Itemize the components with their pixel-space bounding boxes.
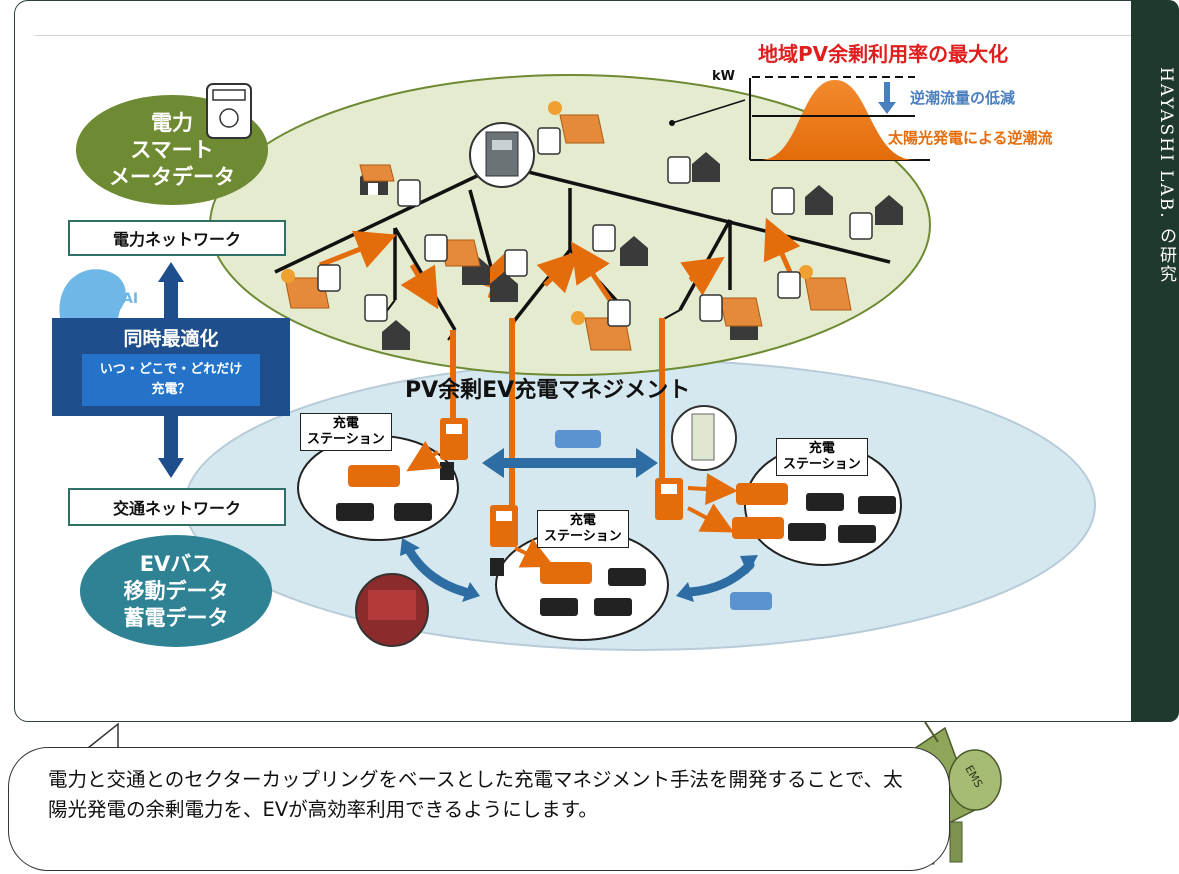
smart-meter-icon (206, 83, 252, 139)
ai-head-icon (59, 269, 126, 318)
station-label-text: 充電 ステーション (307, 416, 385, 447)
station-label-text: 充電 ステーション (783, 441, 861, 472)
ai-question: いつ・どこで・どれだけ 充電？ (99, 362, 243, 397)
meter-icons (317, 127, 873, 327)
house-icons (360, 152, 903, 350)
caption-text: 電力と交通とのセクターカップリングをベースとした充電マネジメント手法を開発するこ… (48, 768, 903, 821)
ai-optimization-box: 同時最適化 いつ・どこで・どれだけ 充電？ (52, 318, 290, 416)
ai-question-box: いつ・どこで・どれだけ 充電？ (82, 354, 260, 406)
charger-icons (440, 418, 683, 547)
management-title: PV余剰EV充電マネジメント (405, 378, 691, 403)
evbus-oval: EVバス 移動データ 蓄電データ (80, 535, 272, 647)
pv-flow-arrows (319, 217, 801, 310)
sidebar: HAYASHI LAB. の研究 (1131, 0, 1179, 722)
sidebar-label: HAYASHI LAB. の研究 (1156, 67, 1176, 285)
evbus-label: EVバス 移動データ 蓄電データ (123, 551, 229, 630)
solar-panel-icons (284, 114, 852, 351)
chart-title: 地域PV余剰利用率の最大化 (758, 42, 1009, 66)
smartmeter-label: 電力 スマート メータデータ (109, 110, 235, 189)
traffic-network-label: 交通ネットワーク (68, 488, 286, 526)
ai-tag: AI (122, 291, 139, 307)
station-label-center: 充電 ステーション (537, 510, 629, 548)
bus-transfer-arrow (482, 448, 658, 478)
chart-reverse-label: 太陽光発電による逆潮流 (888, 129, 1053, 147)
pv-chart (669, 76, 930, 161)
top-rule (35, 35, 1135, 36)
route-curve-arrows (403, 543, 755, 597)
network-link-arrows (158, 262, 184, 478)
sun-icons (281, 101, 813, 325)
chart-reduce-label: 逆潮流量の低減 (910, 89, 1016, 107)
station-circle-left (297, 435, 459, 541)
chart-unit: kW (712, 69, 735, 84)
station-label-left: 充電 ステーション (300, 413, 392, 451)
caption-bubble (8, 747, 950, 871)
station-label-right: 充電 ステーション (776, 438, 868, 476)
bus-icons (336, 430, 896, 616)
power-network-label: 電力ネットワーク (68, 220, 286, 256)
ai-title: 同時最適化 (123, 328, 219, 350)
station-label-text: 充電 ステーション (544, 513, 622, 544)
